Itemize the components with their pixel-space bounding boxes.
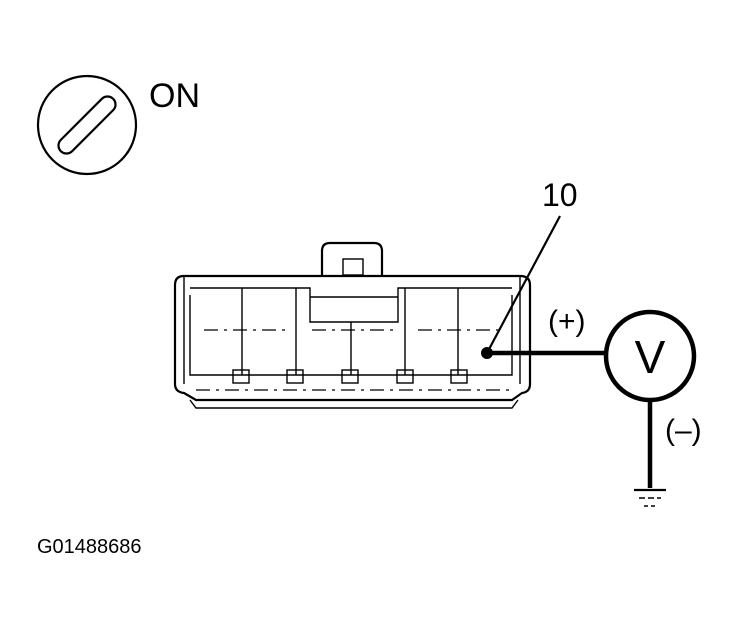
voltmeter-symbol: V: [635, 331, 666, 383]
negative-lead-label: (–): [665, 414, 702, 447]
positive-lead-label: (+): [548, 305, 586, 338]
ignition-key-icon: [36, 74, 138, 176]
figure-code: G01488686: [37, 536, 142, 558]
connector: [173, 241, 532, 409]
ground-icon: [634, 488, 666, 507]
terminal-number-label: 10: [542, 177, 578, 213]
ignition-state-label: ON: [149, 77, 200, 115]
terminal-10-leader-line: [486, 215, 561, 354]
voltmeter-icon: V: [603, 309, 697, 403]
